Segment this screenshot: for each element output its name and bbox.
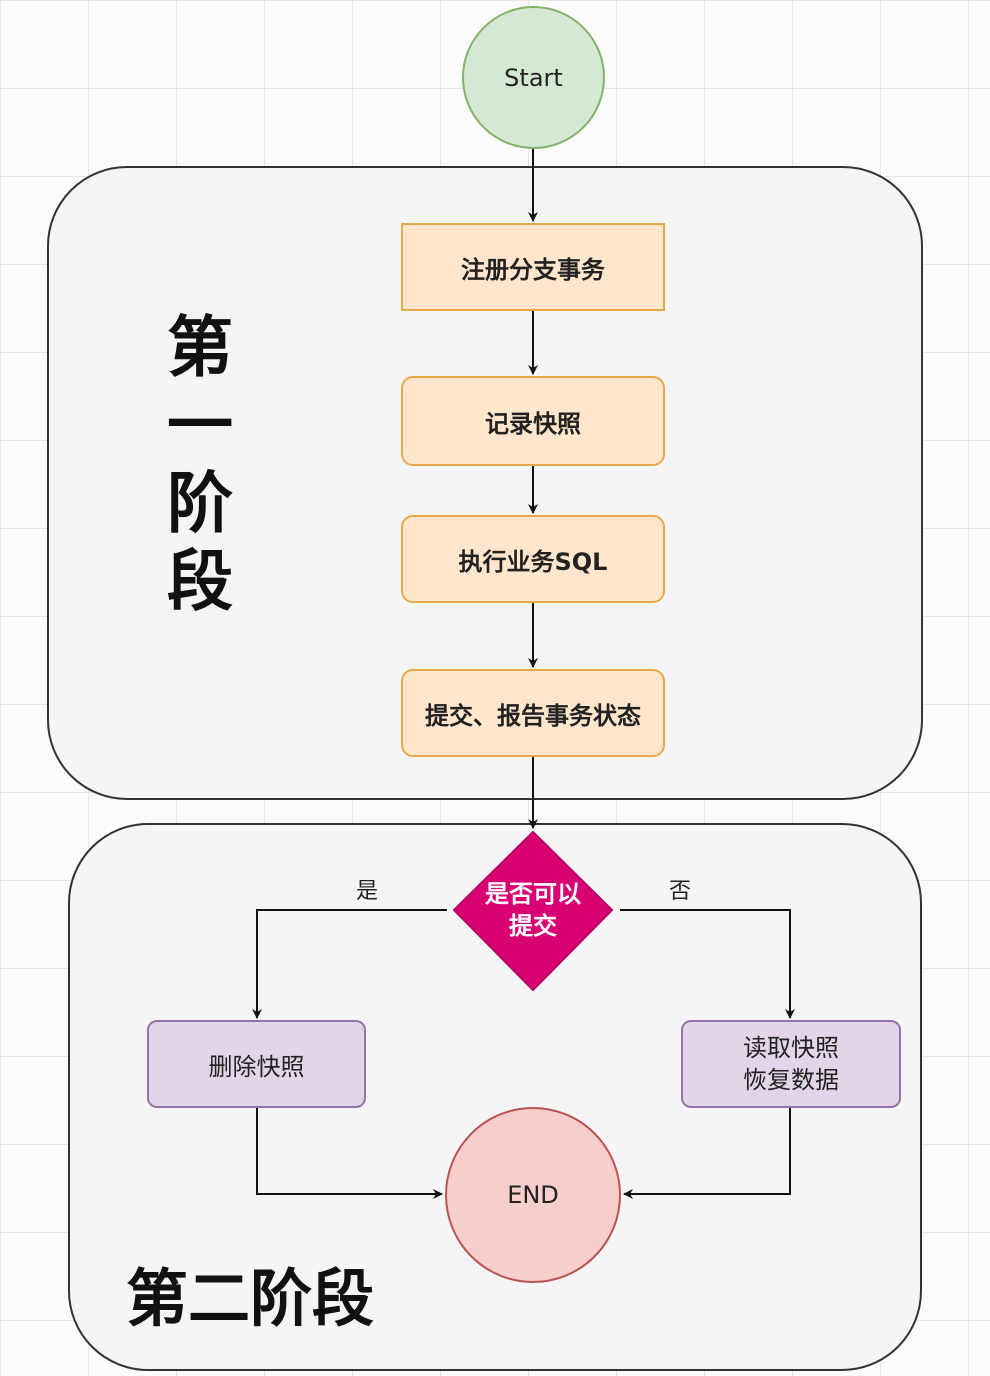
decision-diamond <box>453 831 613 991</box>
branch-yes-label: 是 <box>356 879 379 904</box>
phase1-char-2: 一 <box>167 387 233 464</box>
start-node: Start <box>462 6 605 149</box>
execute-sql-step: 执行业务SQL <box>401 515 665 603</box>
end-node: END <box>445 1107 621 1283</box>
decision-label-line2: 提交 <box>509 912 557 940</box>
phase1-label: 第 一 阶 段 <box>162 315 238 627</box>
decision-label: 是否可以 提交 <box>463 870 603 950</box>
edge-restore-end <box>623 1108 791 1199</box>
decision-label-line1: 是否可以 <box>485 880 581 908</box>
restore-label-line2: 恢复数据 <box>743 1066 839 1094</box>
delete-snapshot-label: 删除快照 <box>208 1052 305 1081</box>
phase1-char-3: 阶 <box>167 465 233 542</box>
commit-report-label: 提交、报告事务状态 <box>425 701 641 730</box>
edge-decision-restore <box>620 909 795 1019</box>
end-label: END <box>507 1181 559 1209</box>
phase1-char-1: 第 <box>167 309 233 386</box>
restore-data-step: 读取快照 恢复数据 <box>681 1020 901 1108</box>
execute-sql-label: 执行业务SQL <box>458 547 608 576</box>
record-snapshot-step: 记录快照 <box>401 376 665 466</box>
edge-delete-end <box>256 1108 443 1199</box>
record-snapshot-label: 记录快照 <box>485 409 581 438</box>
phase2-label: 第二阶段 <box>126 1262 375 1335</box>
register-branch-label: 注册分支事务 <box>461 255 605 284</box>
phase1-char-4: 段 <box>167 543 233 620</box>
start-label: Start <box>504 63 563 92</box>
register-branch-step: 注册分支事务 <box>401 223 665 311</box>
delete-snapshot-step: 删除快照 <box>147 1020 366 1108</box>
branch-no-label: 否 <box>669 879 692 904</box>
edge-decision-delete <box>252 909 447 1019</box>
restore-label-line1: 读取快照 <box>743 1034 839 1062</box>
commit-report-step: 提交、报告事务状态 <box>401 669 665 757</box>
